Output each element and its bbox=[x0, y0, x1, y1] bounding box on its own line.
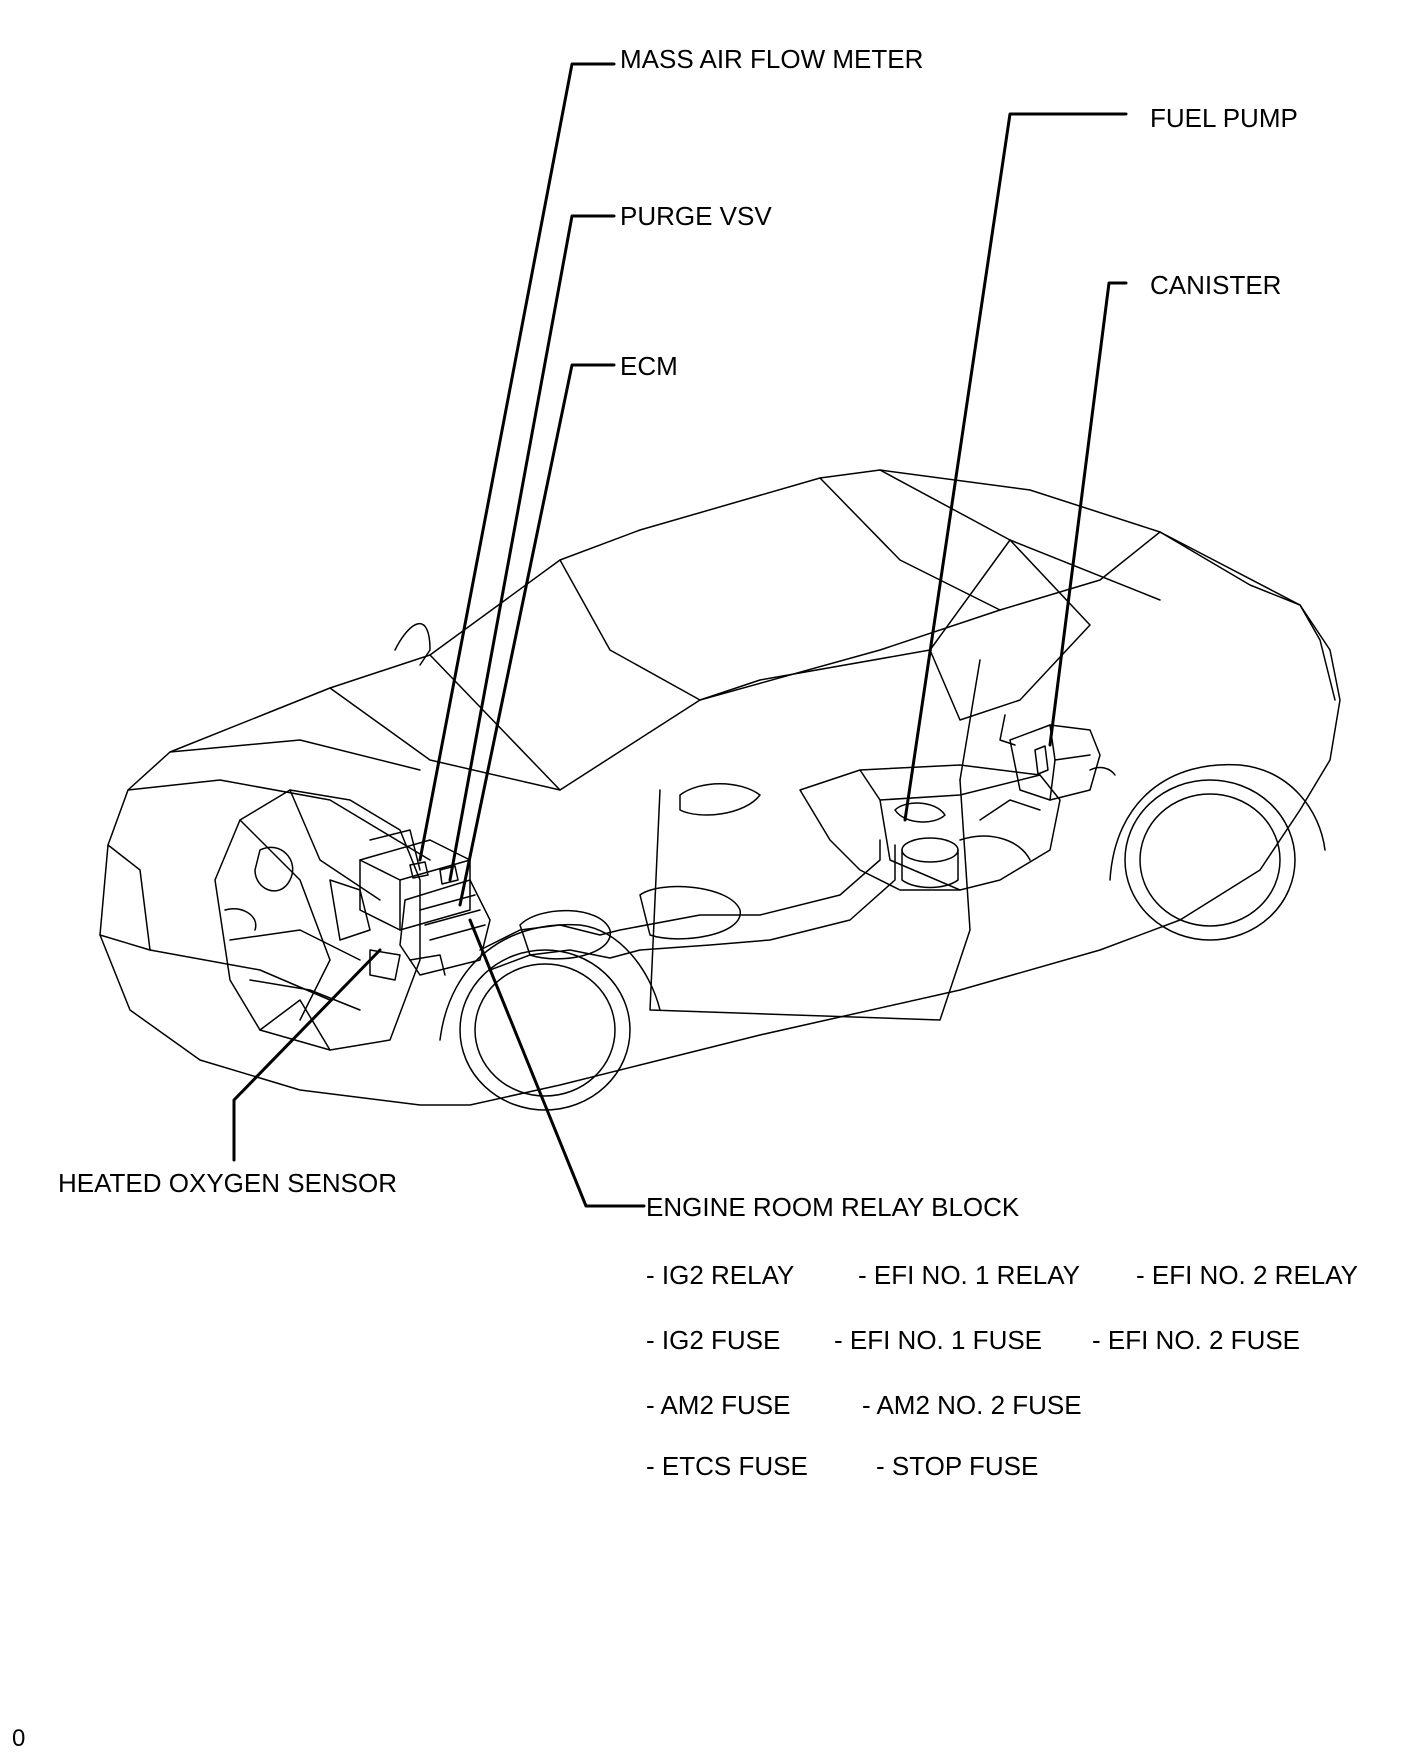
canister-unit bbox=[999, 714, 1116, 801]
exhaust-pipe bbox=[479, 839, 896, 971]
relay-item: - EFI NO. 2 RELAY bbox=[1136, 1260, 1359, 1290]
label-canister: CANISTER bbox=[1150, 270, 1282, 300]
relay-item: - EFI NO. 1 RELAY bbox=[858, 1260, 1081, 1290]
fuse-item: - AM2 FUSE bbox=[646, 1390, 791, 1420]
fuel-tank bbox=[799, 764, 1061, 891]
label-heated-oxygen-sensor: HEATED OXYGEN SENSOR bbox=[58, 1168, 398, 1198]
leader-lines bbox=[232, 62, 1128, 1208]
figure-id: 0 bbox=[12, 1725, 26, 1752]
fuse-item: - STOP FUSE bbox=[876, 1451, 1039, 1481]
car-body bbox=[99, 469, 1341, 1111]
fuse-item: - EFI NO. 1 FUSE bbox=[834, 1325, 1043, 1355]
engine-room-components bbox=[359, 839, 491, 981]
fuse-item: - IG2 FUSE bbox=[646, 1325, 781, 1355]
fuse-item: - AM2 NO. 2 FUSE bbox=[862, 1390, 1082, 1420]
fuse-item: - ETCS FUSE bbox=[646, 1451, 808, 1481]
fuse-item: - EFI NO. 2 FUSE bbox=[1092, 1325, 1301, 1355]
label-fuel-pump: FUEL PUMP bbox=[1150, 103, 1298, 133]
label-mass-air-flow-meter: MASS AIR FLOW METER bbox=[620, 44, 924, 74]
label-purge-vsv: PURGE VSV bbox=[620, 201, 772, 231]
relay-item: - IG2 RELAY bbox=[646, 1260, 795, 1290]
label-ecm: ECM bbox=[620, 351, 678, 381]
label-engine-room-relay-block: ENGINE ROOM RELAY BLOCK bbox=[646, 1192, 1020, 1222]
engine-assembly bbox=[214, 789, 421, 1051]
